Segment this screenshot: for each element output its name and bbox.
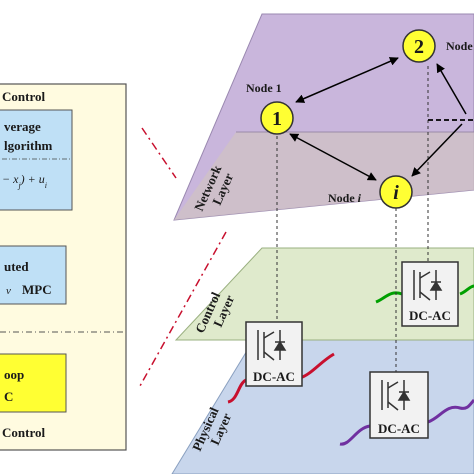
red-power-line-right (299, 352, 335, 380)
node-i-number: i (393, 182, 399, 204)
converter-control-switch-icon (413, 270, 443, 301)
node-2-label: Node (446, 39, 473, 53)
left-panel-top-label: Control (2, 89, 45, 104)
converter-physical-left-switch-icon (257, 330, 287, 361)
converter-physical-left-label: DC-AC (253, 369, 295, 384)
purple-power-line-right (427, 398, 474, 424)
inner-loop-box (0, 353, 67, 413)
converter-control-layer: DC-AC (401, 261, 459, 327)
network-edges (289, 57, 467, 181)
green-power-line-left (375, 291, 403, 304)
consensus-box-formula: − xj) + ui (2, 172, 47, 190)
node-2-number: 2 (414, 36, 424, 58)
inner-loop-line1: oop (4, 367, 24, 382)
node-2-circle (402, 29, 436, 63)
edge-node1-nodei (289, 133, 377, 181)
distributed-mpc-box (0, 245, 67, 305)
edge-node2-out (436, 63, 467, 115)
purple-power-line-left (339, 424, 371, 446)
converter-control-label: DC-AC (409, 308, 451, 323)
converter-physical-left: DC-AC (245, 321, 303, 387)
node-1: 1 Node 1 (246, 81, 294, 135)
converter-physical-right-label: DC-AC (378, 421, 420, 436)
layer-connectors (276, 66, 429, 372)
converter-physical-right-box (369, 371, 429, 439)
node-1-label: Node 1 (246, 81, 282, 95)
converter-physical-right: DC-AC (369, 371, 429, 439)
converter-physical-right-switch-icon (381, 380, 411, 411)
edge-node1-node2 (295, 57, 399, 103)
red-power-line-left (227, 378, 247, 404)
projection-line-upper (141, 127, 177, 179)
node-2: 2 Node (402, 29, 473, 63)
edge-nodei-out (411, 123, 463, 177)
node-i-circle (379, 175, 413, 209)
projection-line-lower (139, 231, 227, 387)
distributed-mpc-symbol: v (6, 285, 11, 297)
green-power-line-right (459, 284, 474, 296)
node-i: i Node i (328, 175, 413, 209)
left-control-panel: Control verage lgorithm − xj) + ui uted … (0, 83, 127, 451)
node-1-circle (260, 101, 294, 135)
consensus-algorithm-box (0, 109, 73, 211)
consensus-box-line1: verage (4, 119, 41, 134)
consensus-box-line2: lgorithm (4, 138, 53, 153)
node-1-number: 1 (272, 108, 282, 130)
control-layer-plane (174, 247, 474, 341)
node-i-label: Node i (328, 191, 362, 205)
left-panel-bottom-label: Control (2, 425, 45, 440)
distributed-mpc-line2: MPC (22, 282, 52, 297)
inner-loop-line2: C (4, 389, 13, 404)
distributed-mpc-line1: uted (4, 259, 29, 274)
